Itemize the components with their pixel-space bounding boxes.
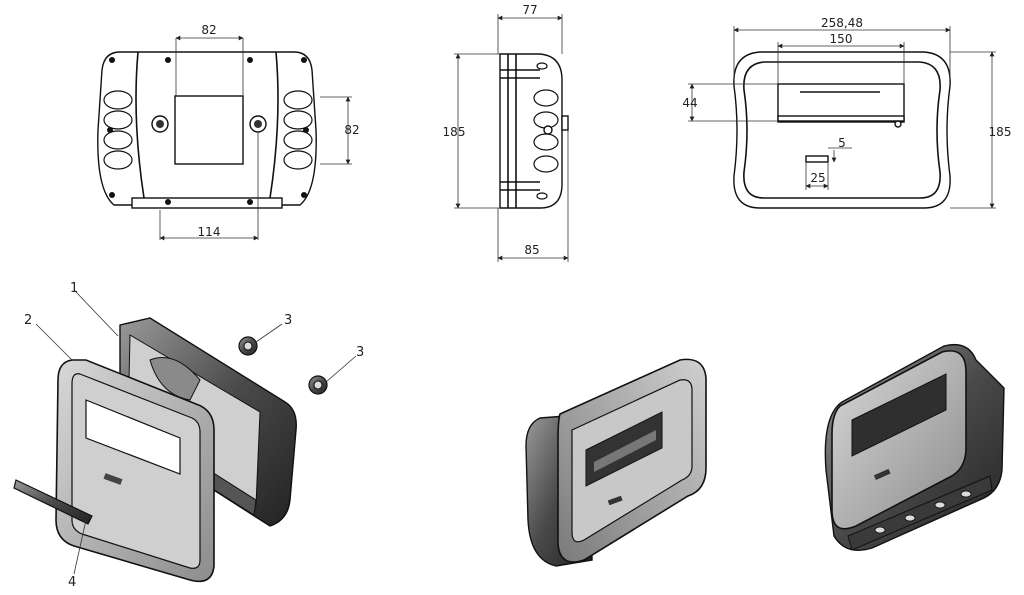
front-view: 82 82 114 <box>97 23 360 241</box>
back-view: 258,48 150 44 185 5 25 <box>682 16 1012 209</box>
callout-2: 2 <box>24 313 32 328</box>
back-dim-left: 44 <box>682 96 697 110</box>
back-dim-slot-w: 25 <box>810 171 825 185</box>
callout-4: 4 <box>68 575 76 590</box>
callout-3b: 3 <box>356 345 364 360</box>
side-dim-left: 185 <box>443 125 466 139</box>
nut-2 <box>308 375 328 395</box>
back-dim-top-inner: 150 <box>830 32 853 46</box>
back-dim-top-outer: 258,48 <box>821 16 863 30</box>
iso-back-view <box>824 343 1005 551</box>
side-view: 77 185 85 <box>443 3 569 262</box>
callout-3a: 3 <box>284 313 292 328</box>
back-dim-right: 185 <box>989 125 1012 139</box>
back-dim-slot-h: 5 <box>838 136 846 150</box>
front-dim-top: 82 <box>201 23 216 37</box>
iso-front-view <box>525 358 707 567</box>
front-dim-right: 82 <box>344 123 359 137</box>
exploded-view: 1 2 3 3 4 <box>13 281 364 590</box>
front-dim-bottom: 114 <box>198 225 221 239</box>
callout-1: 1 <box>70 281 78 296</box>
side-dim-top: 77 <box>522 3 537 17</box>
nut-1 <box>238 336 258 356</box>
side-dim-bottom: 85 <box>524 243 539 257</box>
